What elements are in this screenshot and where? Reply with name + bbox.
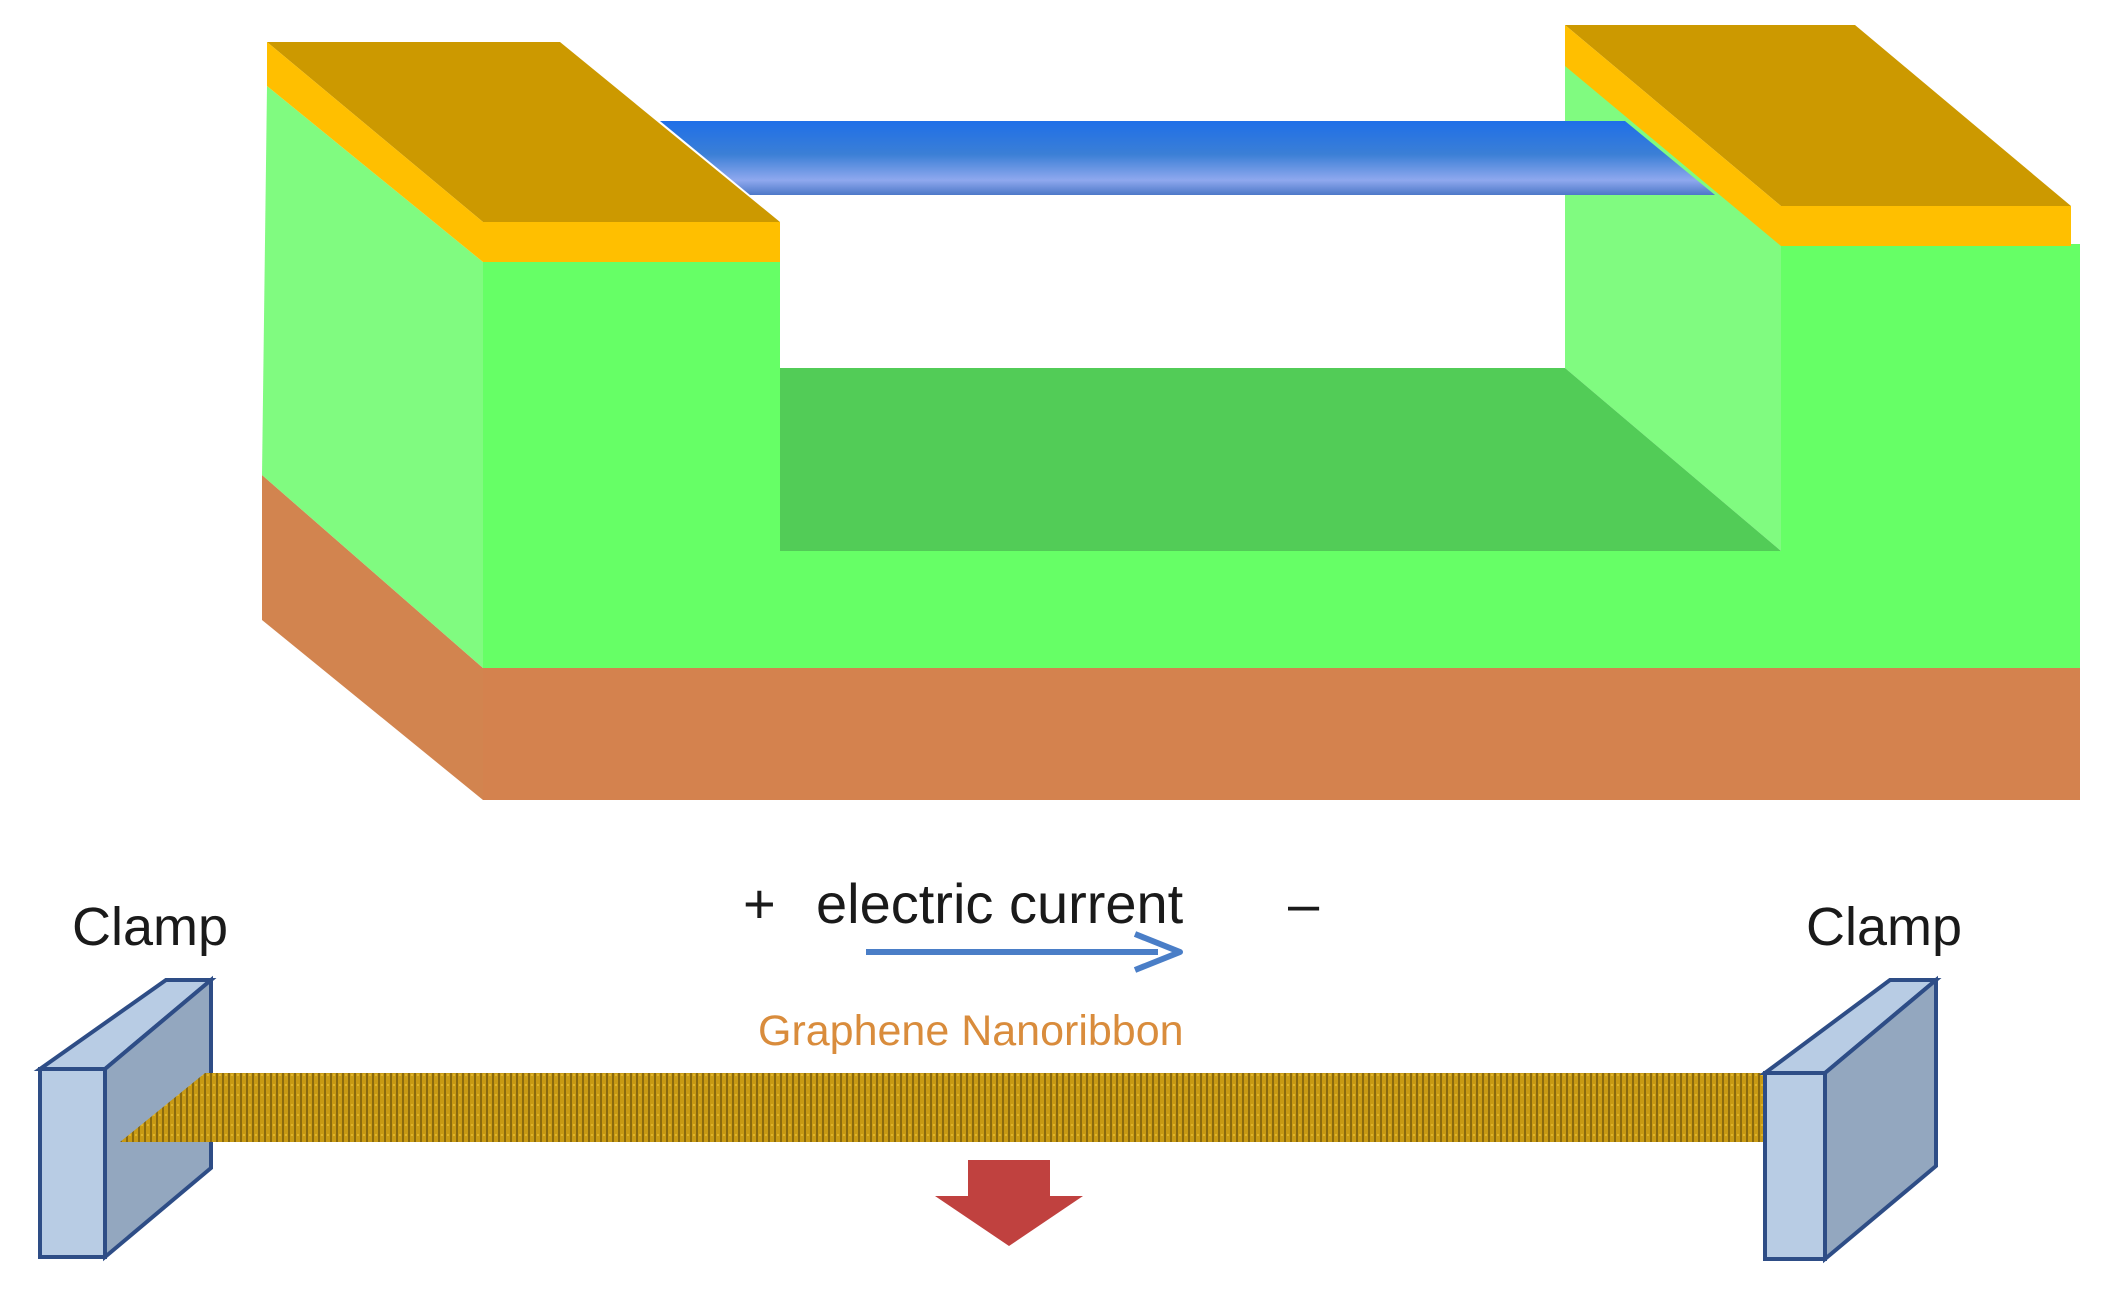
electric-current-label: electric current: [816, 872, 1184, 935]
downward-force-arrow: [935, 1160, 1083, 1246]
trench-floor-back: [780, 368, 1565, 551]
right-electrode-side: [1565, 25, 1781, 246]
oxide-right-pillar-front: [1781, 244, 2080, 551]
minus-sign: –: [1288, 872, 1320, 935]
right-electrode-top: [1565, 25, 2071, 206]
plus-sign: +: [743, 872, 776, 935]
oxide-left-side: [262, 86, 483, 668]
oxide-left-pillar-front: [483, 262, 780, 552]
oxide-base-front: [483, 551, 2080, 668]
left-electrode-side: [267, 42, 483, 262]
device-3d-view: [262, 25, 2080, 800]
substrate-side: [262, 475, 483, 800]
left-electrode-top: [267, 42, 780, 222]
left-clamp-label: Clamp: [72, 897, 228, 957]
substrate-front: [483, 668, 2080, 800]
graphene-nanoribbon: [120, 1073, 1765, 1142]
nanoribbon-schematic: + electric current – Graphene Nanoribbon…: [33, 872, 1962, 1264]
right-clamp-label: Clamp: [1806, 897, 1962, 957]
right-electrode-front: [1781, 206, 2071, 246]
suspended-ribbon: [660, 121, 1715, 195]
left-clamp: [33, 975, 217, 1262]
right-clamp: [1758, 975, 1942, 1264]
trench-floor-slope: [1565, 368, 1781, 551]
current-direction-arrow: [866, 931, 1183, 973]
graphene-nanoribbon-label: Graphene Nanoribbon: [758, 1007, 1184, 1055]
left-electrode-front: [483, 222, 780, 262]
